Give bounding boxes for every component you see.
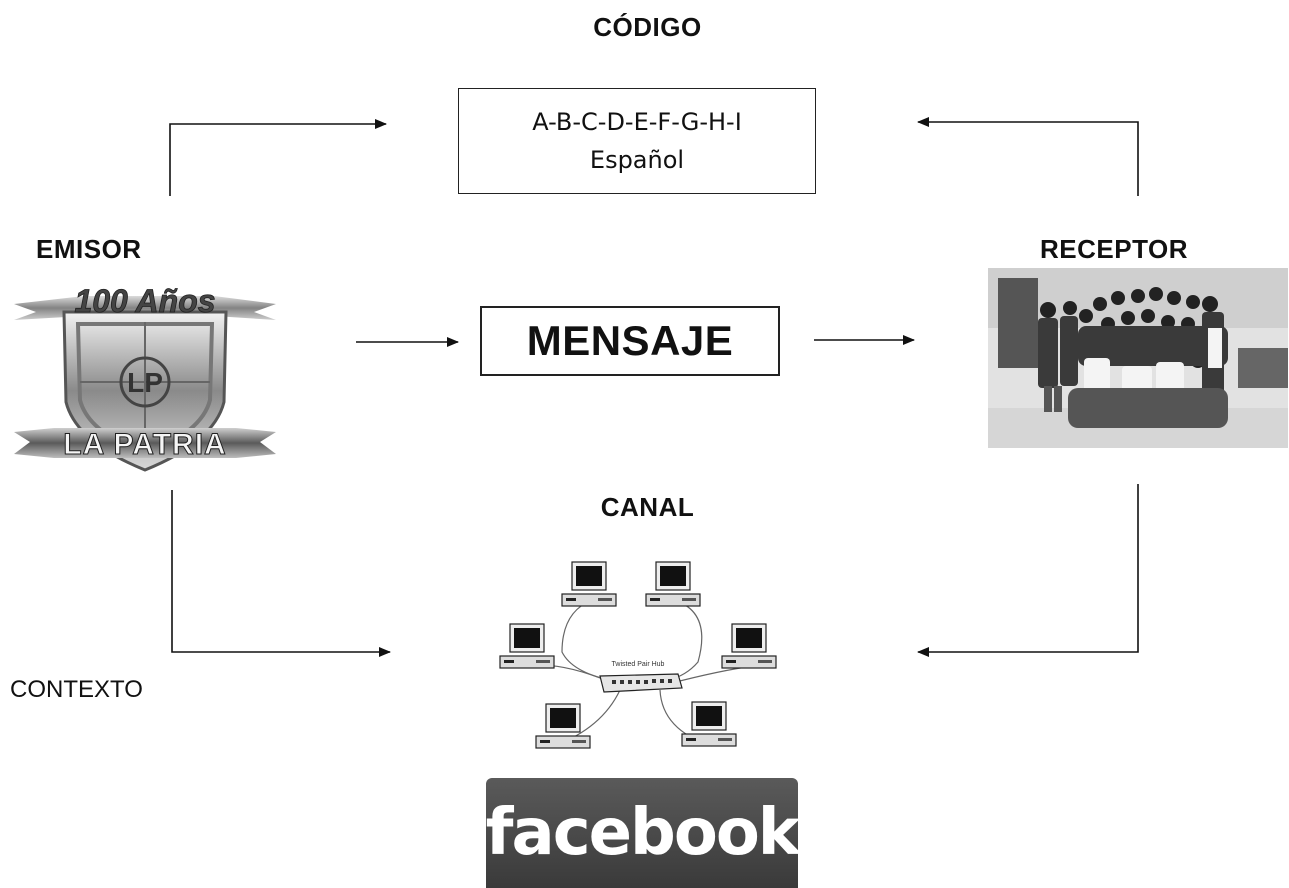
- crest-school-name: LA PATRIA: [63, 428, 226, 461]
- mensaje-box: MENSAJE: [480, 306, 780, 376]
- arrow-receptor-to-codigo: [917, 117, 1139, 196]
- arrow-emisor-to-codigo: [169, 119, 387, 196]
- canal-title: CANAL: [600, 492, 695, 522]
- school-crest-logo: LP 100 Años LA PATRIA: [14, 283, 276, 472]
- codigo-title: CÓDIGO: [593, 12, 702, 42]
- codigo-box: A-B-C-D-E-F-G-H-I Español: [458, 88, 816, 194]
- crest-monogram: LP: [127, 367, 163, 398]
- codigo-alphabet: A-B-C-D-E-F-G-H-I: [532, 108, 742, 136]
- receptor-title: RECEPTOR: [1040, 234, 1188, 264]
- students-group-photo: [988, 268, 1288, 448]
- hub-label: Twisted Pair Hub: [612, 661, 665, 668]
- computer-icon: [535, 703, 591, 749]
- network-hub: Twisted Pair Hub: [599, 661, 683, 693]
- computer-icon: [499, 623, 555, 669]
- facebook-logo: facebook: [485, 778, 801, 888]
- arrow-receptor-to-canal: [917, 484, 1139, 657]
- codigo-language: Español: [589, 146, 685, 174]
- computer-icon: [561, 561, 617, 607]
- arrow-emisor-to-canal: [171, 490, 391, 657]
- contexto-label: CONTEXTO: [10, 676, 143, 703]
- computer-icon: [681, 701, 737, 747]
- facebook-wordmark: facebook: [485, 796, 801, 870]
- mensaje-label: MENSAJE: [526, 317, 734, 364]
- emisor-title: EMISOR: [36, 234, 142, 264]
- network-hub-diagram: Twisted Pair Hub: [499, 561, 777, 749]
- crest-anniversary-text: 100 Años: [74, 283, 215, 319]
- computer-icon: [645, 561, 701, 607]
- computer-icon: [721, 623, 777, 669]
